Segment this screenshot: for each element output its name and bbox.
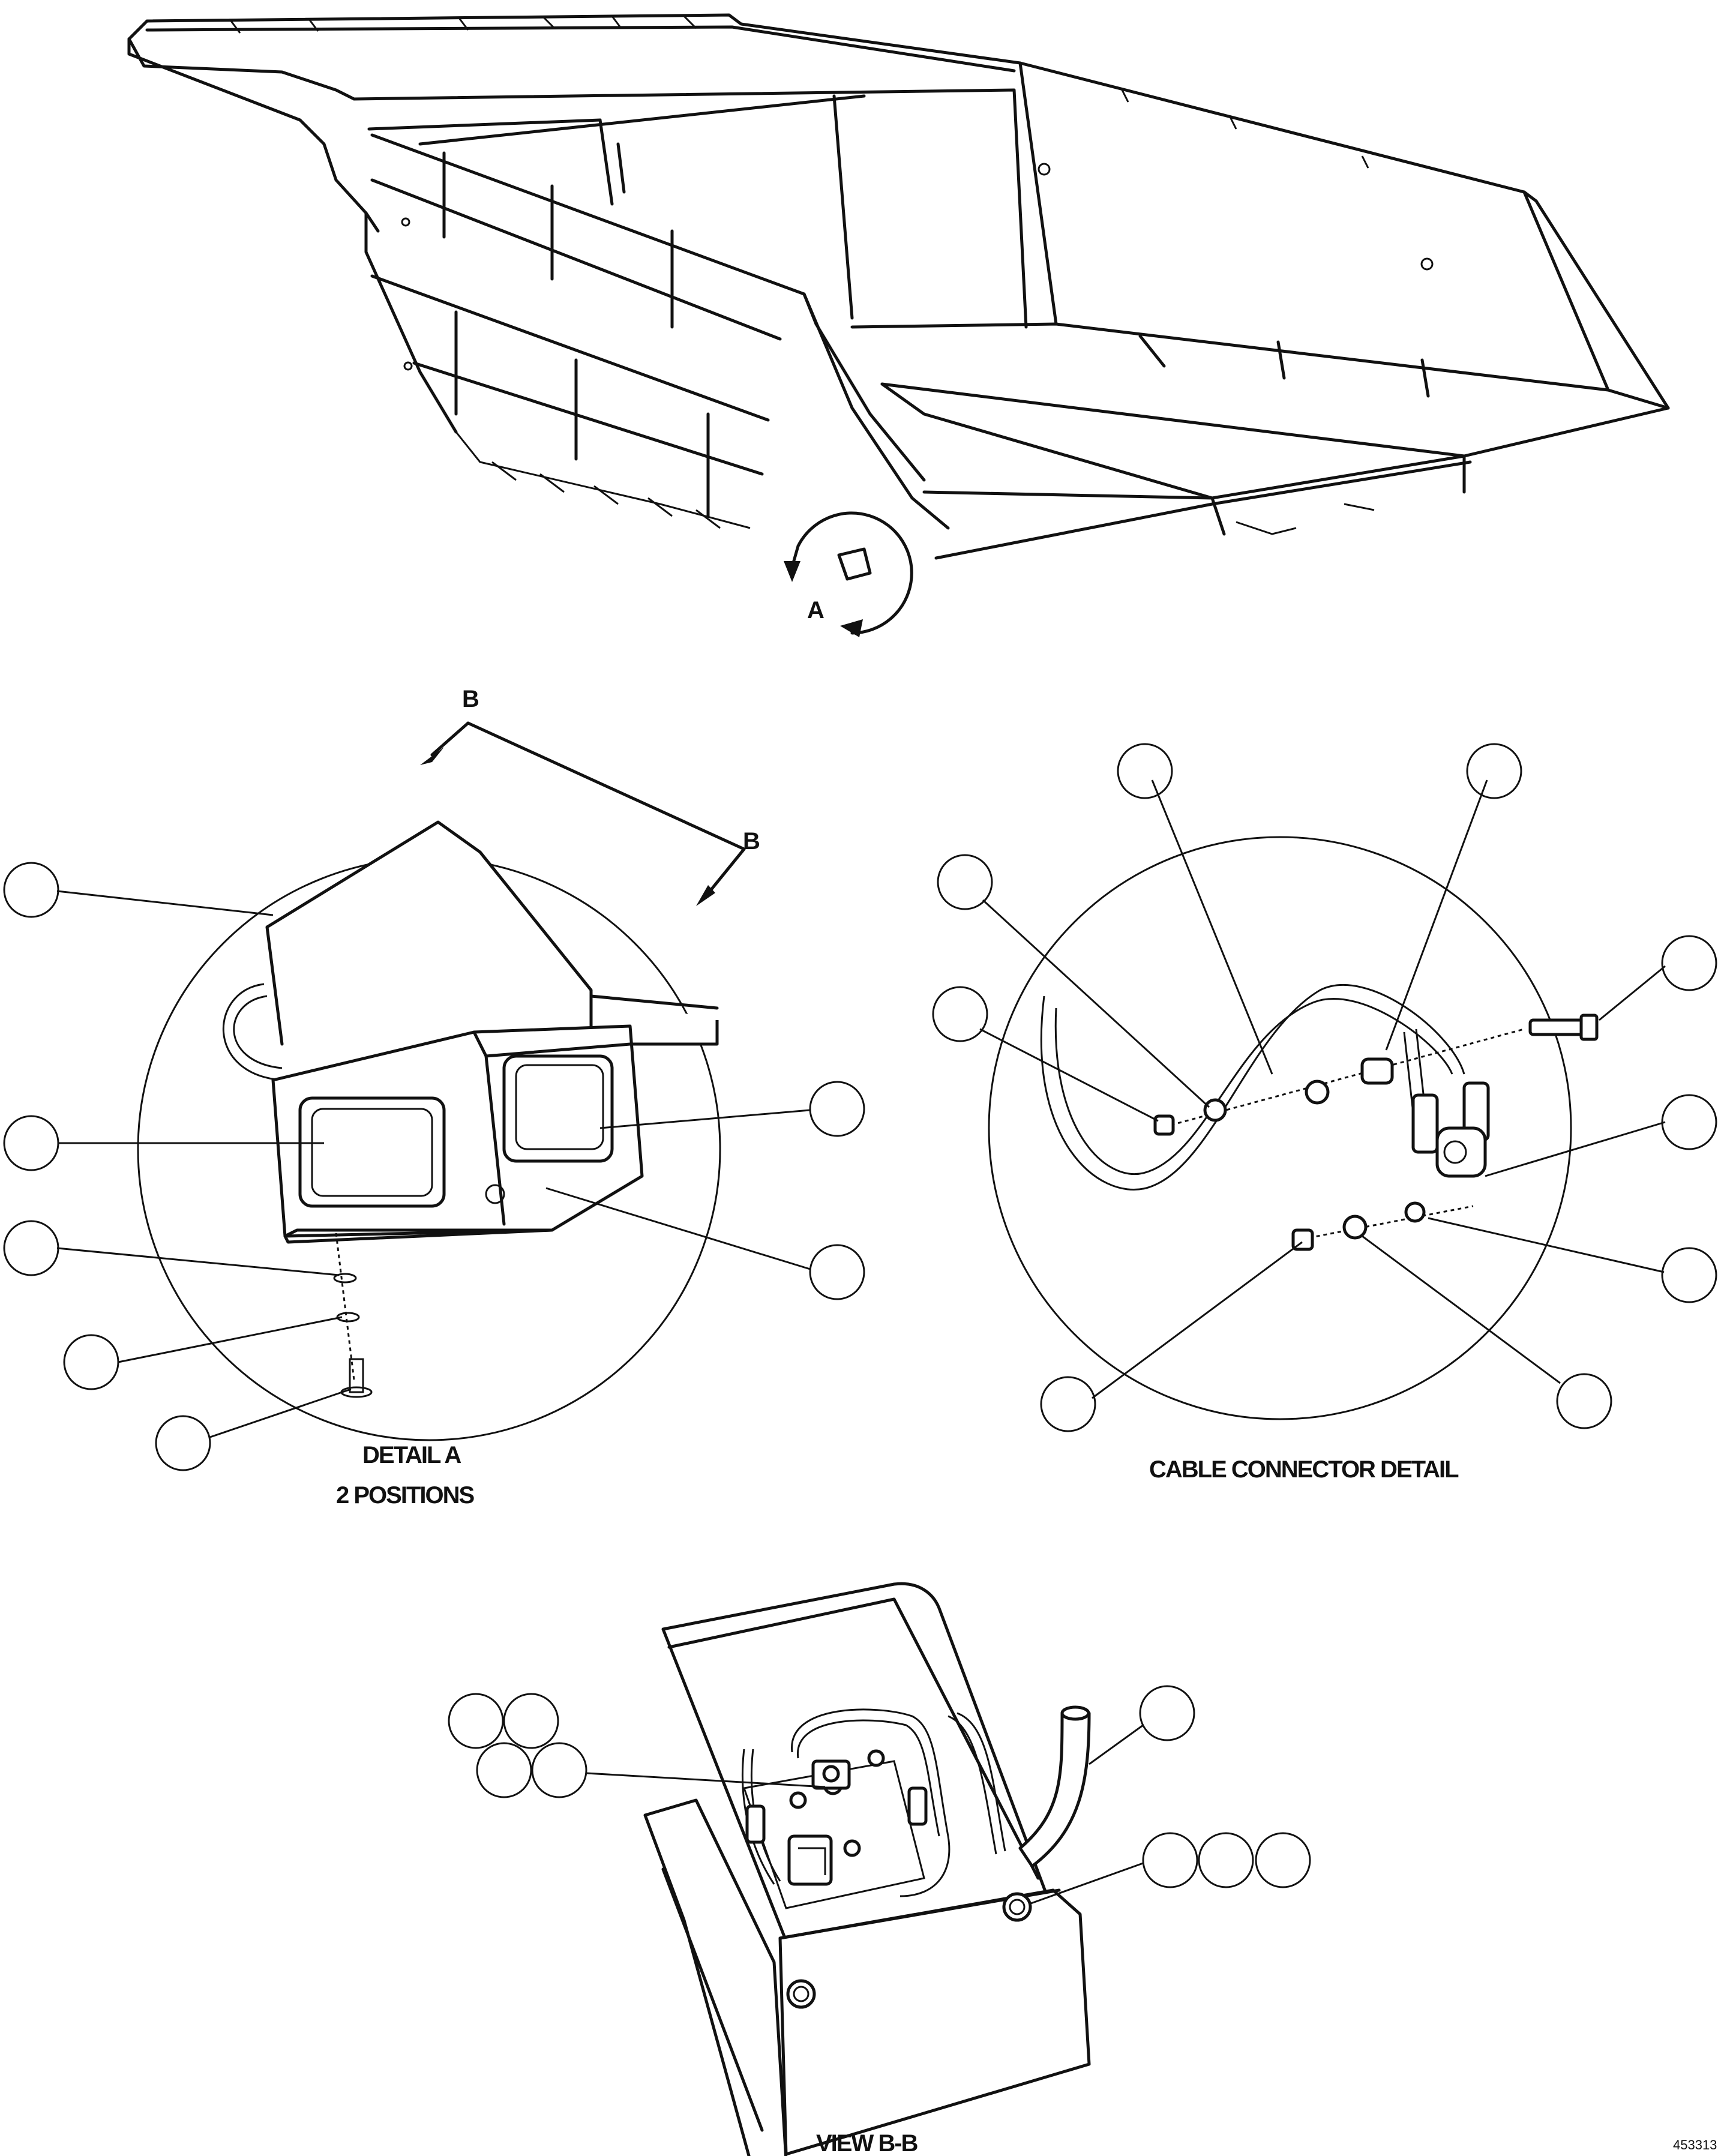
view-bb-group: VIEW B-B bbox=[448, 1582, 1311, 2156]
nut bbox=[1153, 1114, 1175, 1136]
bolt bbox=[1528, 1018, 1586, 1036]
detail-a-marker: A bbox=[807, 597, 824, 623]
callout-balloon bbox=[937, 854, 993, 910]
section-b-right-label: B bbox=[743, 828, 760, 854]
mount-bolt bbox=[786, 1979, 816, 2009]
stud bbox=[789, 1791, 807, 1809]
callout-balloon bbox=[1139, 1685, 1195, 1741]
lamp-right bbox=[502, 1054, 614, 1163]
ring-terminal bbox=[1435, 1126, 1487, 1178]
dump-body-illustration bbox=[127, 13, 1670, 581]
callout-balloon bbox=[1466, 743, 1522, 799]
connector-plug bbox=[1411, 1093, 1439, 1154]
wire-connector bbox=[907, 1786, 928, 1826]
cable-detail-circle bbox=[988, 836, 1572, 1420]
cable-connector-detail: CABLE CONNECTOR DETAIL bbox=[932, 743, 1717, 1483]
callout-balloon bbox=[1661, 935, 1717, 991]
detail-a-subcaption: 2 POSITIONS bbox=[336, 1482, 474, 1509]
callout-balloon bbox=[1117, 743, 1173, 799]
mount-bolt bbox=[1002, 1892, 1032, 1922]
callout-balloon bbox=[3, 862, 59, 918]
callout-balloon bbox=[1040, 1376, 1096, 1432]
callout-balloon bbox=[476, 1742, 532, 1798]
detail-a-group: B B bbox=[3, 686, 865, 1509]
callout-balloon bbox=[809, 1244, 865, 1300]
callout-balloon bbox=[155, 1415, 211, 1471]
callout-balloon bbox=[531, 1742, 587, 1798]
callout-balloon bbox=[932, 986, 988, 1042]
callout-balloon bbox=[1198, 1832, 1254, 1888]
callout-balloon bbox=[1142, 1832, 1198, 1888]
stud bbox=[843, 1839, 861, 1857]
callout-balloon bbox=[503, 1693, 559, 1749]
callout-balloon bbox=[809, 1081, 865, 1137]
detail-a-caption: DETAIL A bbox=[362, 1442, 461, 1468]
stud bbox=[867, 1749, 885, 1767]
detail-a-callout: A bbox=[784, 511, 913, 637]
callout-balloon bbox=[63, 1334, 119, 1390]
wire-connector bbox=[745, 1804, 766, 1844]
callout-balloon bbox=[1661, 1247, 1717, 1303]
callout-balloon bbox=[3, 1115, 59, 1171]
drawing-number: 453313 bbox=[1673, 2137, 1717, 2152]
section-b-left-label: B bbox=[462, 686, 479, 712]
view-bb-caption: VIEW B-B bbox=[816, 2130, 918, 2156]
cable-detail-caption: CABLE CONNECTOR DETAIL bbox=[1149, 1456, 1459, 1483]
callout-balloon bbox=[1661, 1094, 1717, 1150]
callout-balloon bbox=[1556, 1373, 1612, 1429]
callout-balloon bbox=[3, 1220, 59, 1276]
callout-balloon bbox=[1255, 1832, 1311, 1888]
lamp-left bbox=[298, 1096, 446, 1208]
callout-balloon bbox=[448, 1693, 504, 1749]
